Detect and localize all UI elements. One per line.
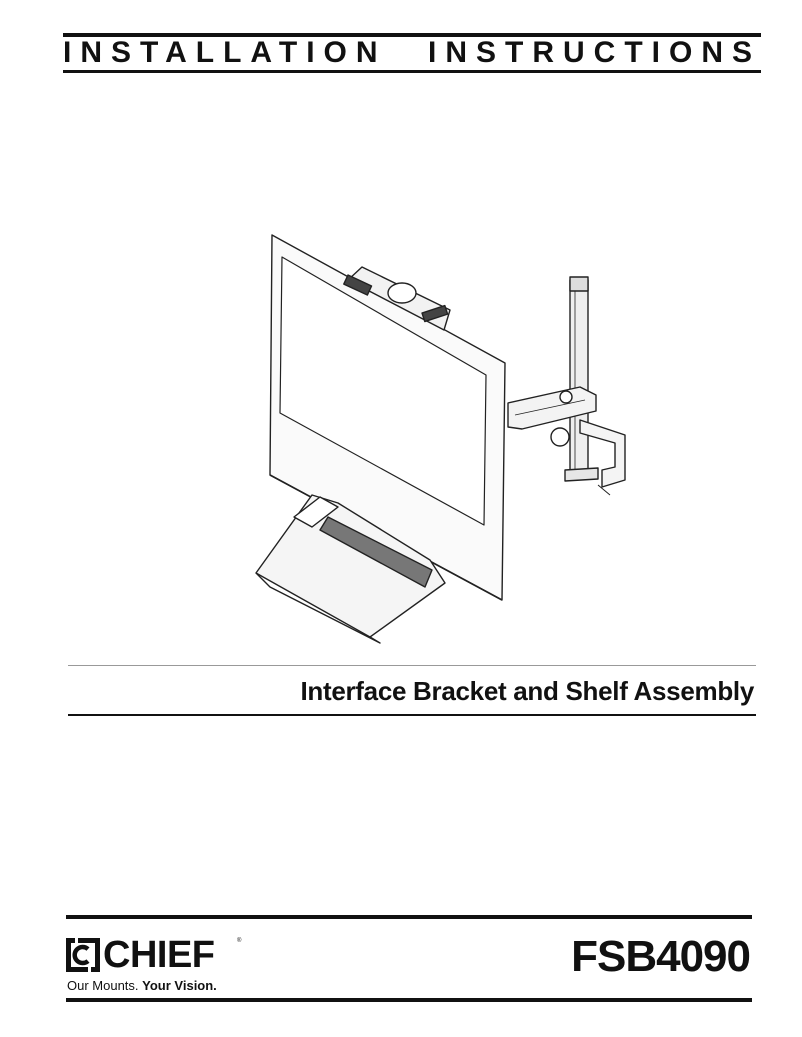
brand-trademark: ® <box>237 938 242 944</box>
subtitle-bottom-rule <box>68 714 756 716</box>
brand-tagline-regular: Our Mounts. <box>67 978 139 993</box>
header-top-rule <box>63 33 761 37</box>
footer-top-rule <box>66 915 752 919</box>
subtitle-top-rule <box>68 665 756 666</box>
product-subtitle: Interface Bracket and Shelf Assembly <box>300 676 754 706</box>
model-number: FSB4090 <box>571 932 751 981</box>
brand-name: CHIEF <box>103 934 215 976</box>
footer-bottom-rule <box>66 998 752 1002</box>
product-illustration <box>255 234 626 644</box>
brand-tagline-bold: Your Vision. <box>142 978 217 993</box>
brand-logo: CHIEF ® Our Mounts. Your Vision. <box>66 934 242 996</box>
page-title-word-1: INSTALLATION <box>63 36 387 69</box>
page-title-word-2: INSTRUCTIONS <box>428 36 761 69</box>
page-title: INSTALLATION INSTRUCTIONS <box>63 36 761 69</box>
header-bottom-rule <box>63 70 761 73</box>
chief-logo-icon <box>66 938 100 972</box>
brand-tagline: Our Mounts. Your Vision. <box>67 978 217 993</box>
